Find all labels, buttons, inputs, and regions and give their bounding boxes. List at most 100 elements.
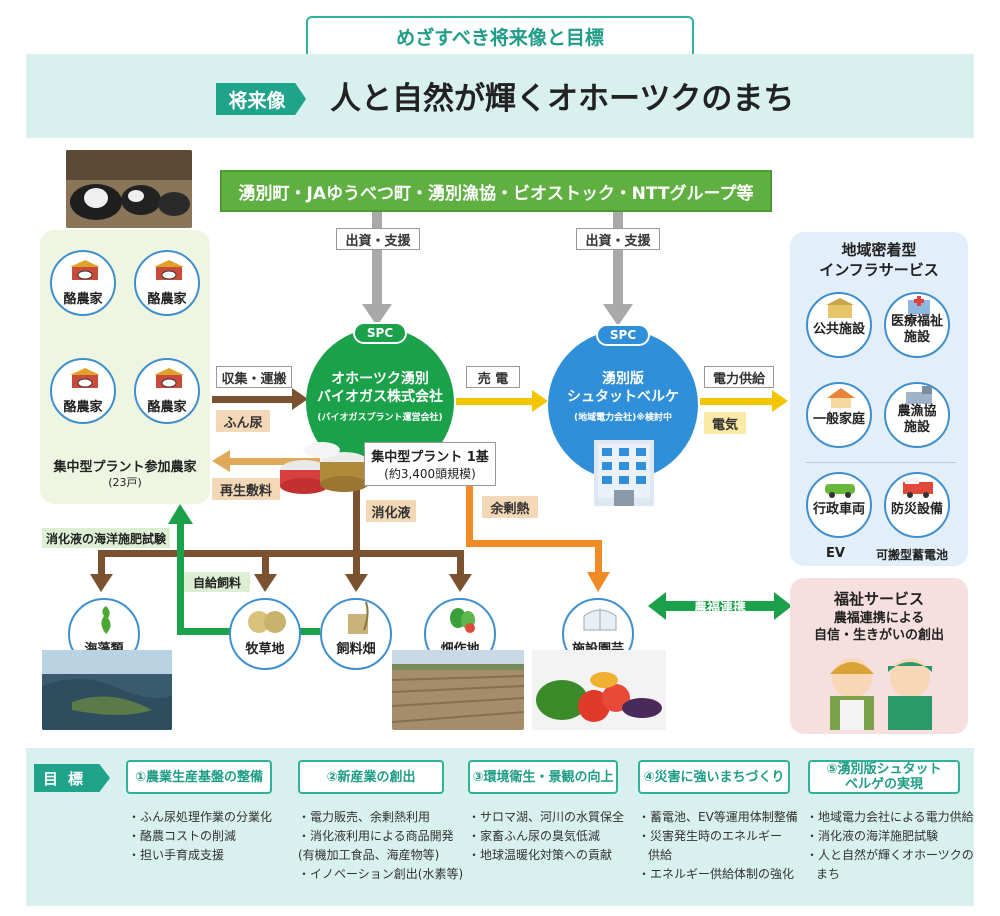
vision-band [26, 54, 974, 138]
heat-arrow-head [587, 572, 610, 592]
battery-label: 可搬型蓄電池 [876, 548, 949, 562]
seaweed-icon [101, 606, 111, 634]
recycled-bedding-label: 再生敷料 [212, 478, 280, 500]
self-feed-label: 自給飼料 [184, 572, 250, 592]
goal-2-item: (有機加工食品、海産物等) [298, 848, 440, 862]
dairy-farm-3: 酪農家 [50, 358, 116, 424]
workers-illustration [830, 658, 932, 730]
spc-tag: SPC [353, 322, 407, 344]
cowshed-photo [66, 150, 192, 228]
plant-line2: (約3,400頭規模) [384, 467, 476, 481]
fire-truck-icon [903, 478, 933, 498]
partners-banner: 湧別町・JAゆうべつ町・湧別漁協・ビオストック・NTTグループ等 [220, 170, 772, 212]
office-building-icon [594, 440, 654, 506]
goal-5-item: ・地域電力会社による電力供給 [806, 810, 974, 824]
investment-label-1: 出資・支援 [336, 228, 420, 250]
infra-title-line2: インフラサービス [819, 261, 939, 279]
goal-2-item: ・電力販売、余剰熱利用 [298, 810, 431, 824]
infra-title: 地域密着型 インフラサービス [790, 240, 968, 280]
public-building-icon [826, 298, 854, 318]
government-vehicle: 行政車両 [806, 472, 872, 538]
goal-5-list: ・地域電力会社による電力供給 ・消化液の海洋施肥試験 ・人と自然が輝くオホーツク… [806, 808, 974, 884]
collect-arrow-head [292, 388, 308, 410]
dairy-farm-1: 酪農家 [50, 250, 116, 316]
public-facility: 公共施設 [806, 292, 872, 358]
goal-4-item: ・蓄電池、EV等運用体制整備 [638, 810, 798, 824]
medical-label-1: 医療福祉 [890, 314, 943, 329]
goal-2-item: ・イノベーション創出(水素等) [298, 867, 464, 881]
goal-3-item: ・サロマ湖、河川の水質保全 [468, 810, 625, 824]
farmer-caption: 集中型プラント参加農家 [53, 460, 197, 475]
medical-facility: 医療福祉 施設 [884, 292, 950, 358]
plant-line1: 集中型プラント 1基 [371, 450, 489, 465]
welfare-desc: 農福連携による 自信・生きがいの創出 [790, 610, 968, 644]
barn-icon [70, 368, 100, 388]
feed-return-h1 [177, 628, 237, 635]
header-tab-title: めざすべき将来像と目標 [306, 16, 694, 54]
spc1-name-line2: バイオガス株式会社 [317, 389, 443, 405]
goal-1-item: ・酪農コストの削減 [128, 829, 237, 843]
digestate-branch [98, 550, 464, 557]
house-icon [827, 388, 855, 408]
hay-bale-icon [248, 611, 286, 633]
feed-bag-icon [348, 602, 369, 634]
vision-label: 将来像 [216, 83, 306, 115]
public-facility-label: 公共施設 [812, 322, 865, 337]
household-label: 一般家庭 [812, 412, 865, 427]
supply-arrow-head [772, 390, 788, 412]
goal-1-head: ①農業生産基盤の整備 [126, 760, 272, 794]
heat-line-2 [466, 540, 602, 547]
dairy-farm-label: 酪農家 [147, 292, 187, 307]
hospital-icon [908, 296, 930, 314]
sell-arrow-shaft [456, 398, 534, 405]
coop-facility: 農漁協 施設 [884, 382, 950, 448]
surplus-heat-label: 余剰熱 [482, 496, 538, 518]
medical-label-2: 施設 [903, 330, 930, 345]
goal-2-list: ・電力販売、余剰熱利用 ・消化液利用による商品開発 (有機加工食品、海産物等) … [298, 808, 466, 884]
welfare-title: 福祉サービス [833, 590, 924, 608]
goal-1-item: ・ふん尿処理作業の分業化 [128, 810, 273, 824]
feed-field: 飼料畑 [320, 598, 392, 670]
investment-arrow-1-head [362, 304, 392, 326]
plant-callout: 集中型プラント 1基 (約3,400頭規模) [364, 442, 496, 486]
spc1-name-line1: オホーツク湧別 [331, 371, 429, 387]
spc-tag: SPC [596, 324, 650, 346]
welfare-panel [790, 578, 968, 734]
manure-label: ふん尿 [216, 410, 270, 432]
goal-5-head: ⑤湧別版シュタット ベルゲの実現 [808, 760, 960, 794]
dairy-farm-2: 酪農家 [134, 250, 200, 316]
biogas-tanks-icon [280, 442, 368, 494]
collect-label: 収集・運搬 [216, 366, 292, 388]
bedding-arrow-shaft [228, 458, 320, 465]
digestate-arrow-feed [345, 574, 368, 592]
coop-label-1: 農漁協 [897, 404, 937, 419]
coop-label-2: 施設 [903, 420, 930, 435]
vision-text: 人と自然が輝くオホーツクのまち [330, 81, 795, 117]
sell-arrow-head [532, 390, 548, 412]
barn-icon [154, 368, 184, 388]
digestate-arrow-pasture [254, 574, 277, 592]
heat-line-3 [595, 540, 602, 574]
goal-5-head-line1: ⑤湧別版シュタット [826, 762, 942, 777]
vegetable-icon [450, 608, 475, 633]
goal-2-head: ②新産業の創出 [298, 760, 444, 794]
goal-4-item: ・災害発生時のエネルギー [638, 829, 783, 843]
goal-4-item: 供給 [648, 848, 673, 862]
goal-4-item: ・エネルギー供給体制の強化 [638, 867, 795, 881]
spc2-name-line2: シュタットベルケ [567, 389, 679, 405]
disaster-equipment: 防災設備 [884, 472, 950, 538]
spc2-name-line1: 湧別版 [602, 371, 644, 387]
ev-label: EV [826, 546, 845, 561]
spc1-sub: (バイオガスプラント運営会社) [317, 413, 443, 423]
digestate-arrow-seaweed [90, 574, 113, 592]
dairy-farm-label: 酪農家 [63, 400, 103, 415]
goal-3-item: ・家畜ふん尿の臭気低減 [468, 829, 601, 843]
dairy-farm-label: 酪農家 [147, 400, 187, 415]
goal-1-item: ・担い手育成支援 [128, 848, 225, 862]
goal-5-item: ・消化液の海洋施肥試験 [806, 829, 939, 843]
feed-return-h2 [290, 628, 320, 635]
bedding-arrow-head [212, 450, 230, 472]
household: 一般家庭 [806, 382, 872, 448]
farmland-photo [392, 650, 524, 730]
